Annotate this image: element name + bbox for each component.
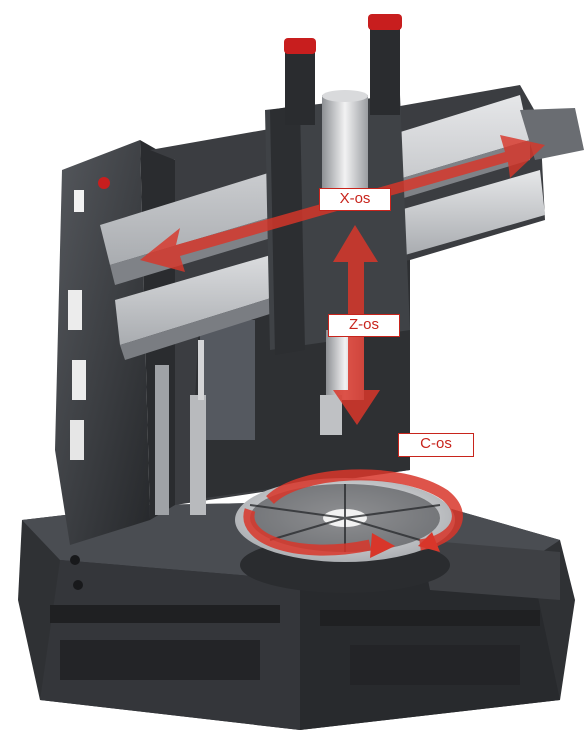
c-axis-arrow [243, 469, 463, 558]
spindle-head [265, 14, 410, 435]
x-axis-label: X-os [319, 188, 391, 211]
cylinders [155, 340, 206, 515]
z-axis-label: Z-os [328, 314, 400, 337]
c-axis-label: C-os [398, 433, 474, 457]
